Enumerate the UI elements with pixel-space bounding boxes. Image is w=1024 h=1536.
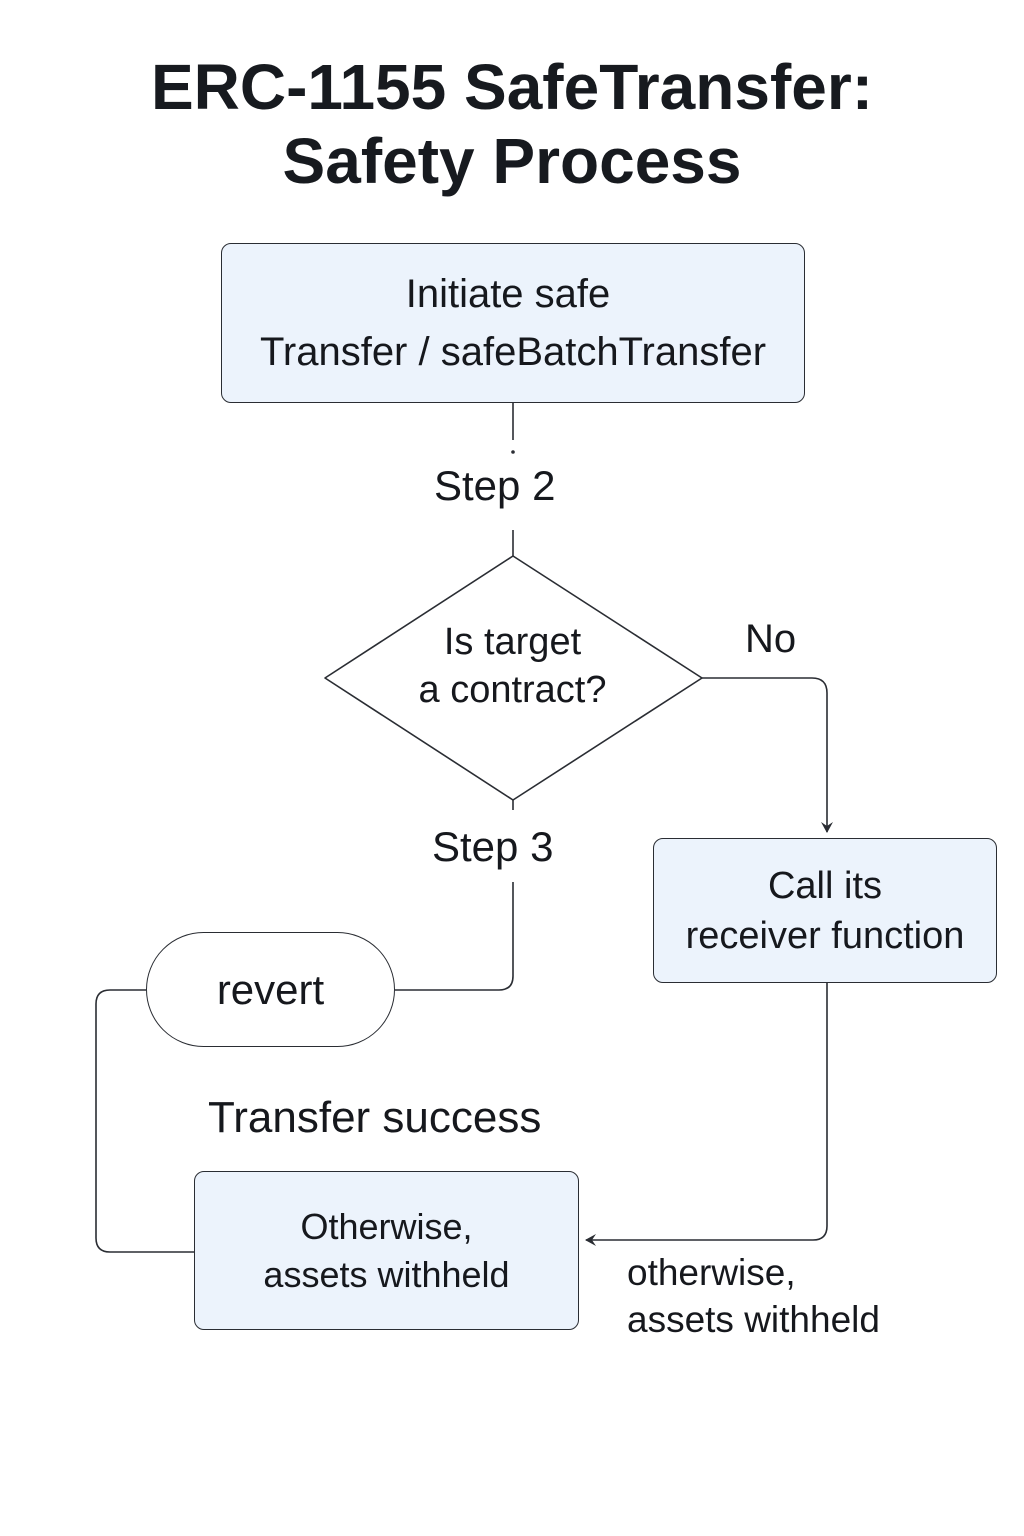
- start-transfer-box: Initiate safe Transfer / safeBatchTransf…: [221, 243, 805, 403]
- otherwise-note-line-1: otherwise,: [627, 1252, 796, 1293]
- otherwise-note-line-2: assets withheld: [627, 1299, 880, 1340]
- connector-step3-to-revert: [395, 882, 514, 991]
- otherwise-note: otherwise, assets withheld: [627, 1249, 880, 1343]
- step-3-label: Step 3: [432, 823, 554, 870]
- decision-line-1: Is target: [443, 621, 582, 663]
- call-receiver-box: Call its receiver function: [653, 838, 997, 983]
- call-receiver-line-2: receiver function: [685, 914, 965, 957]
- call-receiver-line-1: Call its: [767, 864, 883, 907]
- start-box-line-2: Transfer / safeBatchTransfer: [259, 330, 767, 374]
- start-box-line-1: Initiate safe: [405, 272, 611, 316]
- withheld-box-line-1: Otherwise,: [300, 1205, 473, 1247]
- diagram-title: ERC-1155 SafeTransfer: Safety Process: [0, 50, 1024, 198]
- decision-line-2: a contract?: [418, 669, 607, 711]
- no-branch-label: No: [745, 617, 797, 661]
- title-line-2: Safety Process: [282, 125, 742, 197]
- assets-withheld-box: Otherwise, assets withheld: [194, 1171, 579, 1330]
- step-2-label: Step 2: [434, 462, 556, 509]
- connector-dot-upper: [511, 450, 515, 454]
- revert-label: revert: [216, 965, 325, 1013]
- connector-receiver-to-withheld: [585, 983, 828, 1246]
- transfer-success-label: Transfer success: [208, 1093, 542, 1142]
- connector-no-to-receiver: [702, 677, 833, 833]
- withheld-box-line-2: assets withheld: [263, 1253, 510, 1295]
- decision-text: Is target a contract?: [380, 618, 645, 714]
- connector-revert-to-withheld: [95, 989, 194, 1253]
- title-line-1: ERC-1155 SafeTransfer:: [150, 51, 874, 123]
- revert-terminal: revert: [146, 932, 395, 1047]
